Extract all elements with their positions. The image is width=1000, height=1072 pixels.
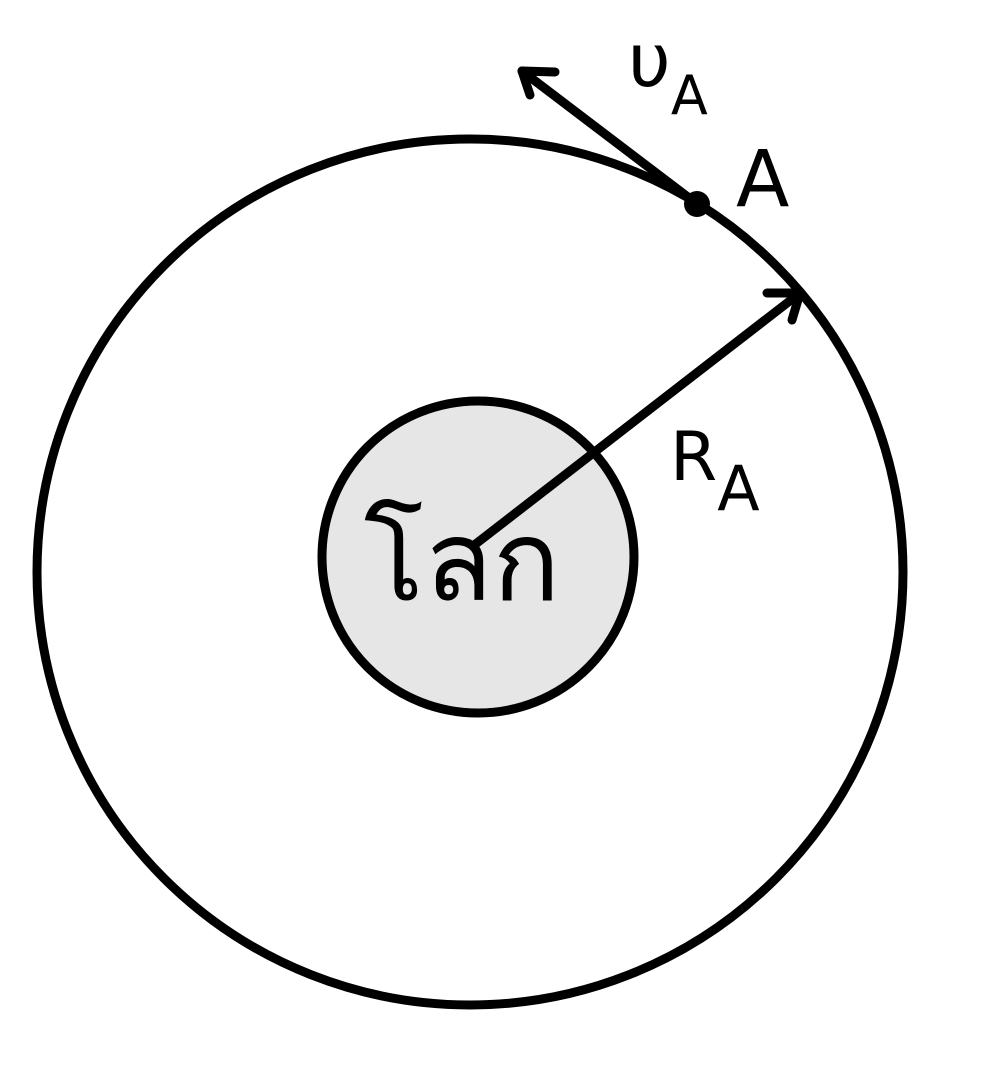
orbit-circle bbox=[32, 134, 908, 1010]
satellite-point bbox=[684, 191, 710, 217]
earth-label: โลก bbox=[364, 497, 561, 627]
radius-label: RA bbox=[670, 418, 760, 525]
velocity-symbol: υ bbox=[628, 18, 671, 104]
point-a-label: A bbox=[736, 135, 789, 225]
radius-arrow bbox=[468, 288, 805, 551]
velocity-arrow bbox=[517, 66, 702, 209]
radius-symbol: R bbox=[670, 418, 717, 497]
radius-subscript: A bbox=[717, 452, 759, 525]
velocity-label: υA bbox=[628, 18, 708, 127]
velocity-subscript: A bbox=[671, 64, 708, 127]
